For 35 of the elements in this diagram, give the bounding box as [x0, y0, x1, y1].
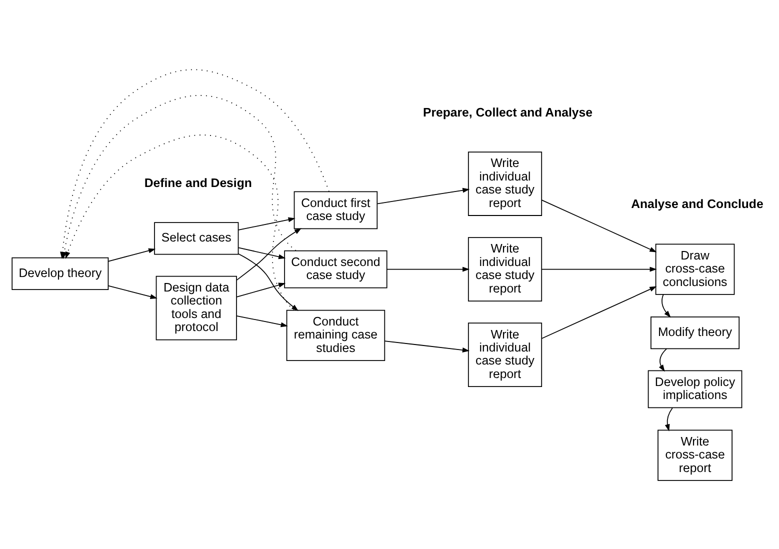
arrow	[386, 266, 470, 272]
arrow	[62, 94, 296, 259]
node-box: Write individual case study report	[468, 322, 542, 386]
node-box: Conduct remaining case studies	[286, 309, 386, 360]
arrow	[664, 407, 673, 431]
arrow	[658, 348, 667, 372]
node-box: Conduct first case study	[294, 190, 378, 229]
node-box: Modify theory	[650, 316, 740, 349]
arrow	[238, 252, 298, 311]
arrow	[65, 134, 294, 310]
arrow	[541, 286, 657, 338]
arrow	[108, 284, 158, 298]
node-box: Design data collection tools and protocol	[156, 275, 237, 340]
node-box: Draw cross-case conclusions	[655, 243, 735, 294]
arrow	[541, 199, 657, 252]
arrow	[236, 228, 302, 280]
arrow	[377, 187, 470, 204]
node-box: Write cross-case report	[658, 429, 732, 480]
node-box: Develop theory	[12, 256, 109, 290]
arrow	[238, 246, 286, 259]
node-box: Develop policy implications	[648, 370, 742, 408]
node-box: Write individual case study report	[468, 151, 542, 216]
node-box: Select cases	[154, 222, 239, 254]
label: Analyse and Conclude	[631, 196, 764, 211]
arrow	[384, 340, 470, 352]
arrow	[238, 216, 296, 230]
node-box: Conduct second case study	[284, 250, 388, 288]
arrow	[541, 266, 657, 272]
arrow	[236, 314, 288, 327]
arrow	[108, 248, 156, 262]
arrow	[662, 294, 671, 318]
node-box: Write individual case study report	[468, 236, 542, 301]
label: Prepare, Collect and Analyse	[423, 104, 592, 119]
label: Define and Design	[144, 176, 252, 190]
arrow	[236, 282, 286, 297]
